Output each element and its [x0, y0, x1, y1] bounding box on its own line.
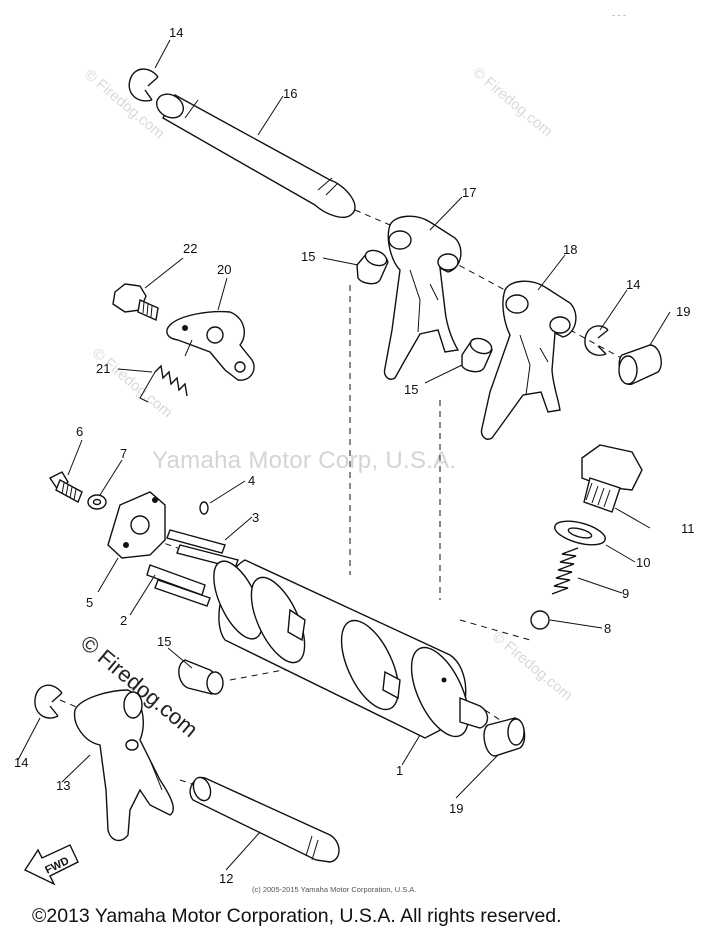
spring-21 — [139, 339, 193, 403]
ball-8 — [530, 610, 550, 630]
cap-19-top — [618, 344, 662, 385]
callout-15: 15 — [301, 249, 316, 264]
callout-19: 19 — [449, 801, 464, 816]
callout-11: 11 — [681, 521, 695, 536]
shift-fork-13 — [73, 689, 174, 842]
callout-19: 19 — [676, 304, 691, 319]
circlip-14-bottom — [34, 684, 63, 719]
callout-9: 9 — [622, 586, 630, 601]
pin-15-mid — [461, 337, 493, 373]
callout-14: 14 — [169, 25, 184, 40]
watermark-yamaha: Yamaha Motor Corp, U.S.A. — [152, 447, 457, 474]
pins-2 — [146, 564, 211, 607]
pin-15-top — [356, 249, 389, 285]
shift-drum-1 — [213, 559, 489, 739]
screw-6 — [48, 471, 83, 503]
callout-5: 5 — [86, 595, 94, 610]
callout-13: 13 — [56, 778, 71, 793]
pin-4 — [199, 501, 209, 515]
shift-fork-18 — [480, 280, 577, 440]
stopper-bolt-11 — [581, 444, 643, 513]
callout-7: 7 — [120, 446, 128, 461]
shift-shaft-12 — [189, 776, 340, 863]
spring-9 — [551, 547, 579, 595]
callout-12: 12 — [219, 871, 234, 886]
callout-15: 15 — [157, 634, 172, 649]
segment-5 — [107, 491, 166, 559]
shift-shaft-16 — [155, 93, 356, 218]
bolt-22 — [112, 283, 159, 322]
callout-14: 14 — [14, 755, 29, 770]
callout-14: 14 — [626, 277, 641, 292]
callout-3: 3 — [252, 510, 260, 525]
cap-19-bottom — [483, 717, 526, 757]
circlip-14-right — [584, 325, 609, 356]
callout-8: 8 — [604, 621, 612, 636]
leader-lines — [17, 39, 671, 871]
circlip-14-top — [128, 68, 159, 102]
corner-mark: - - - — [612, 10, 626, 20]
small-copyright: (c) 2005-2015 Yamaha Motor Corporation, … — [252, 885, 417, 894]
shift-fork-17 — [383, 215, 462, 380]
callout-4: 4 — [248, 473, 256, 488]
callout-17: 17 — [462, 185, 477, 200]
callout-16: 16 — [283, 86, 298, 101]
shift-arm-20 — [166, 310, 255, 381]
washer-7 — [87, 494, 107, 510]
fwd-arrow-icon: FWD — [23, 844, 79, 886]
copyright-footer: ©2013 Yamaha Motor Corporation, U.S.A. A… — [32, 905, 562, 927]
callout-15: 15 — [404, 382, 419, 397]
callout-21: 21 — [96, 361, 111, 376]
callout-2: 2 — [120, 613, 128, 628]
callout-20: 20 — [217, 262, 232, 277]
callout-1: 1 — [396, 763, 404, 778]
callout-18: 18 — [563, 242, 578, 257]
pin-15-low — [178, 659, 224, 695]
gasket-10 — [554, 520, 606, 546]
callout-6: 6 — [76, 424, 84, 439]
callout-10: 10 — [636, 555, 651, 570]
callout-22: 22 — [183, 241, 198, 256]
